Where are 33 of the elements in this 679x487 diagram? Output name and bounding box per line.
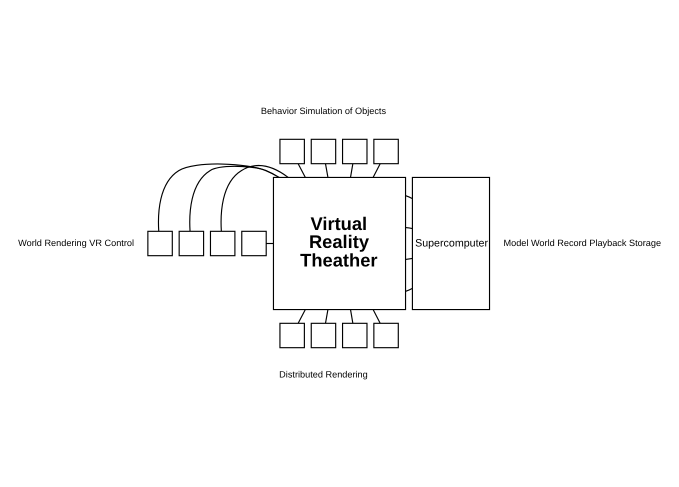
node-box (178, 230, 204, 256)
connector (372, 310, 381, 324)
connector (324, 310, 328, 324)
connector (220, 165, 289, 232)
connector (189, 166, 280, 232)
label: Distributed Rendering (279, 370, 368, 380)
connector (406, 195, 413, 200)
node-box: Supercomputer (412, 176, 490, 310)
node-box (241, 230, 267, 256)
node-box (342, 138, 368, 164)
node-box: Virtual Reality Theather (272, 176, 406, 310)
node-box (342, 322, 368, 348)
connector (158, 163, 280, 232)
node-box (279, 138, 305, 164)
node-box (310, 322, 336, 348)
label: World Rendering VR Control (18, 238, 134, 248)
node-box (147, 230, 173, 256)
connector (406, 258, 412, 260)
connector (298, 310, 306, 324)
node-box (373, 138, 399, 164)
connector (350, 164, 354, 178)
connector (324, 164, 328, 178)
node-box (210, 230, 236, 256)
node-box (310, 138, 336, 164)
node-box (373, 322, 399, 348)
connector (298, 163, 306, 178)
label: Behavior Simulation of Objects (260, 106, 386, 116)
node-box (279, 322, 305, 348)
connector (406, 288, 413, 292)
label: Model World Record Playback Storage (503, 238, 662, 248)
connector (372, 163, 381, 178)
connector (406, 227, 412, 230)
connector (350, 310, 354, 324)
